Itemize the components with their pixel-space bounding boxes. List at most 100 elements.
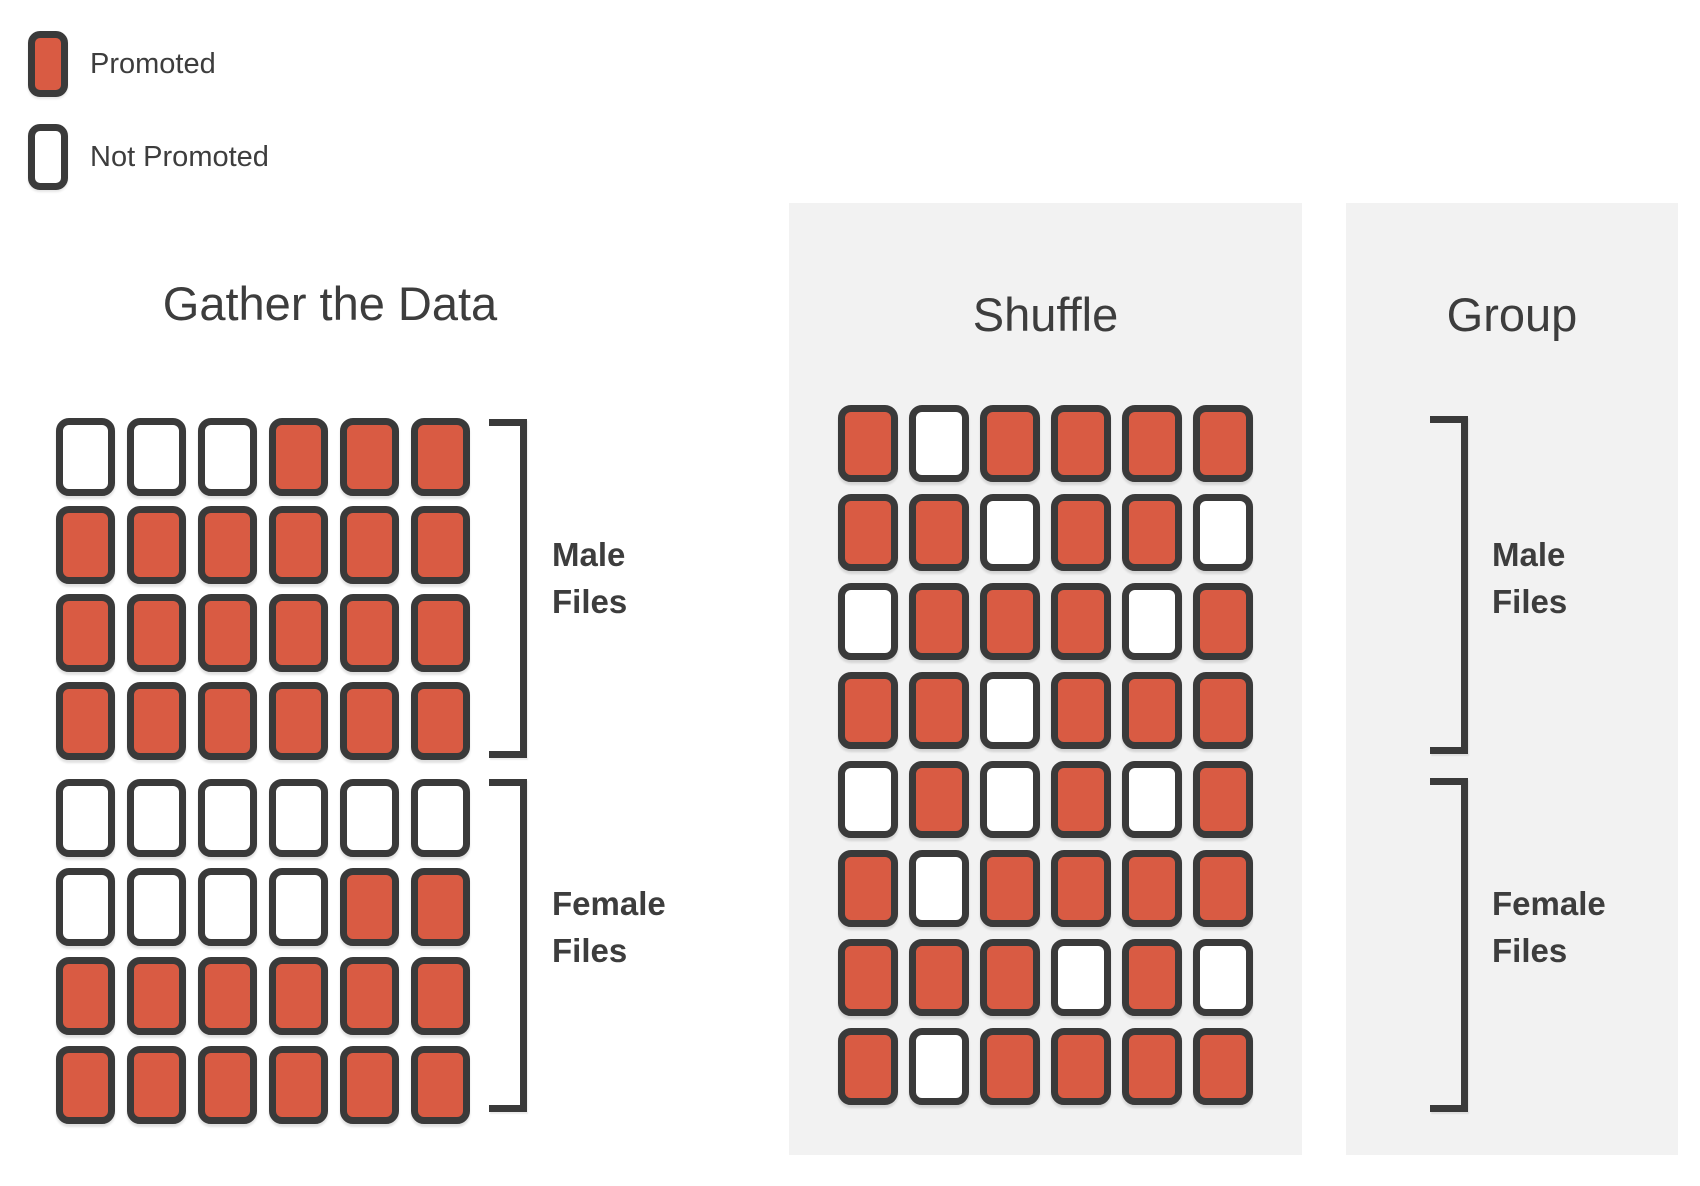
file-card-promoted: [340, 418, 399, 496]
shuffle-grid: [838, 405, 1253, 1105]
file-card-not-promoted: [127, 779, 186, 857]
gather-section-title: Gather the Data: [162, 277, 498, 330]
file-card-promoted: [980, 405, 1040, 482]
file-card-promoted: [56, 1046, 115, 1124]
file-card-not-promoted: [838, 761, 898, 838]
file-card-promoted: [411, 868, 470, 946]
file-card-promoted: [1051, 850, 1111, 927]
gather-female-bracket-icon: [489, 779, 527, 1112]
file-card-promoted: [909, 583, 969, 660]
file-card-promoted: [269, 682, 328, 760]
file-card-not-promoted: [198, 868, 257, 946]
group-female-label-line1: Female: [1492, 885, 1606, 922]
group-male-label-line1: Male: [1492, 536, 1566, 573]
file-card-promoted: [1051, 583, 1111, 660]
file-card-not-promoted: [1193, 494, 1253, 571]
group-section-title: Group: [1446, 288, 1578, 341]
file-card-promoted: [838, 1028, 898, 1105]
file-card-promoted: [198, 682, 257, 760]
file-card-promoted: [838, 405, 898, 482]
file-card-not-promoted: [198, 418, 257, 496]
file-card-promoted: [909, 494, 969, 571]
file-card-promoted: [1051, 494, 1111, 571]
file-card-promoted: [340, 1046, 399, 1124]
file-card-not-promoted: [56, 418, 115, 496]
file-card-promoted: [1051, 672, 1111, 749]
file-card-promoted: [269, 506, 328, 584]
file-card-promoted: [909, 939, 969, 1016]
file-card-promoted: [1193, 761, 1253, 838]
file-card-not-promoted: [127, 868, 186, 946]
file-card-promoted: [198, 506, 257, 584]
file-card-not-promoted: [909, 1028, 969, 1105]
file-card-not-promoted: [909, 850, 969, 927]
group-panel: Group: [1346, 203, 1678, 1155]
file-card-promoted: [980, 583, 1040, 660]
file-card-promoted: [980, 1028, 1040, 1105]
file-card-promoted: [1122, 1028, 1182, 1105]
file-card-not-promoted: [838, 583, 898, 660]
file-card-not-promoted: [269, 779, 328, 857]
file-card-promoted: [909, 761, 969, 838]
legend-label-not-promoted: Not Promoted: [90, 140, 269, 173]
shuffle-section-title: Shuffle: [972, 288, 1119, 341]
file-card-promoted: [340, 868, 399, 946]
file-card-promoted: [1051, 1028, 1111, 1105]
file-card-not-promoted: [127, 418, 186, 496]
gather-male-label-line1: Male: [552, 536, 626, 573]
promoted-card-icon: [28, 31, 68, 97]
file-card-promoted: [1122, 405, 1182, 482]
file-card-promoted: [127, 594, 186, 672]
file-card-promoted: [980, 939, 1040, 1016]
file-card-promoted: [411, 1046, 470, 1124]
group-male-files-label: Male Files: [1492, 531, 1567, 625]
file-card-promoted: [56, 506, 115, 584]
file-card-promoted: [980, 850, 1040, 927]
gather-female-label-line2: Files: [552, 932, 628, 969]
file-card-promoted: [269, 418, 328, 496]
gather-male-files-label: Male Files: [552, 531, 627, 625]
file-card-promoted: [838, 939, 898, 1016]
file-card-promoted: [127, 1046, 186, 1124]
legend-label-promoted: Promoted: [90, 47, 216, 80]
file-card-promoted: [909, 672, 969, 749]
file-card-promoted: [198, 957, 257, 1035]
file-card-promoted: [56, 957, 115, 1035]
file-card-promoted: [411, 418, 470, 496]
file-card-promoted: [1122, 494, 1182, 571]
file-card-not-promoted: [411, 779, 470, 857]
file-card-not-promoted: [269, 868, 328, 946]
file-card-promoted: [340, 682, 399, 760]
file-card-promoted: [1193, 672, 1253, 749]
file-card-not-promoted: [1193, 939, 1253, 1016]
file-card-promoted: [340, 957, 399, 1035]
group-male-bracket-icon: [1430, 416, 1468, 754]
gather-male-bracket-icon: [489, 419, 527, 758]
gather-female-grid: [56, 779, 470, 1124]
file-card-promoted: [838, 850, 898, 927]
group-male-label-line2: Files: [1492, 583, 1568, 620]
file-card-promoted: [127, 682, 186, 760]
gather-male-label-line2: Files: [552, 583, 628, 620]
file-card-promoted: [56, 594, 115, 672]
file-card-promoted: [340, 506, 399, 584]
file-card-not-promoted: [56, 868, 115, 946]
file-card-not-promoted: [1122, 761, 1182, 838]
file-card-promoted: [1122, 672, 1182, 749]
file-card-promoted: [1051, 761, 1111, 838]
group-female-bracket-icon: [1430, 778, 1468, 1112]
file-card-promoted: [340, 594, 399, 672]
file-card-not-promoted: [56, 779, 115, 857]
legend-item-promoted: Promoted: [28, 31, 216, 97]
file-card-promoted: [1122, 939, 1182, 1016]
file-card-not-promoted: [1051, 939, 1111, 1016]
file-card-promoted: [269, 594, 328, 672]
file-card-promoted: [838, 672, 898, 749]
not-promoted-card-icon: [28, 124, 68, 190]
gather-female-label-line1: Female: [552, 885, 666, 922]
file-card-promoted: [1193, 850, 1253, 927]
file-card-promoted: [127, 506, 186, 584]
file-card-promoted: [1193, 405, 1253, 482]
group-female-label-line2: Files: [1492, 932, 1568, 969]
